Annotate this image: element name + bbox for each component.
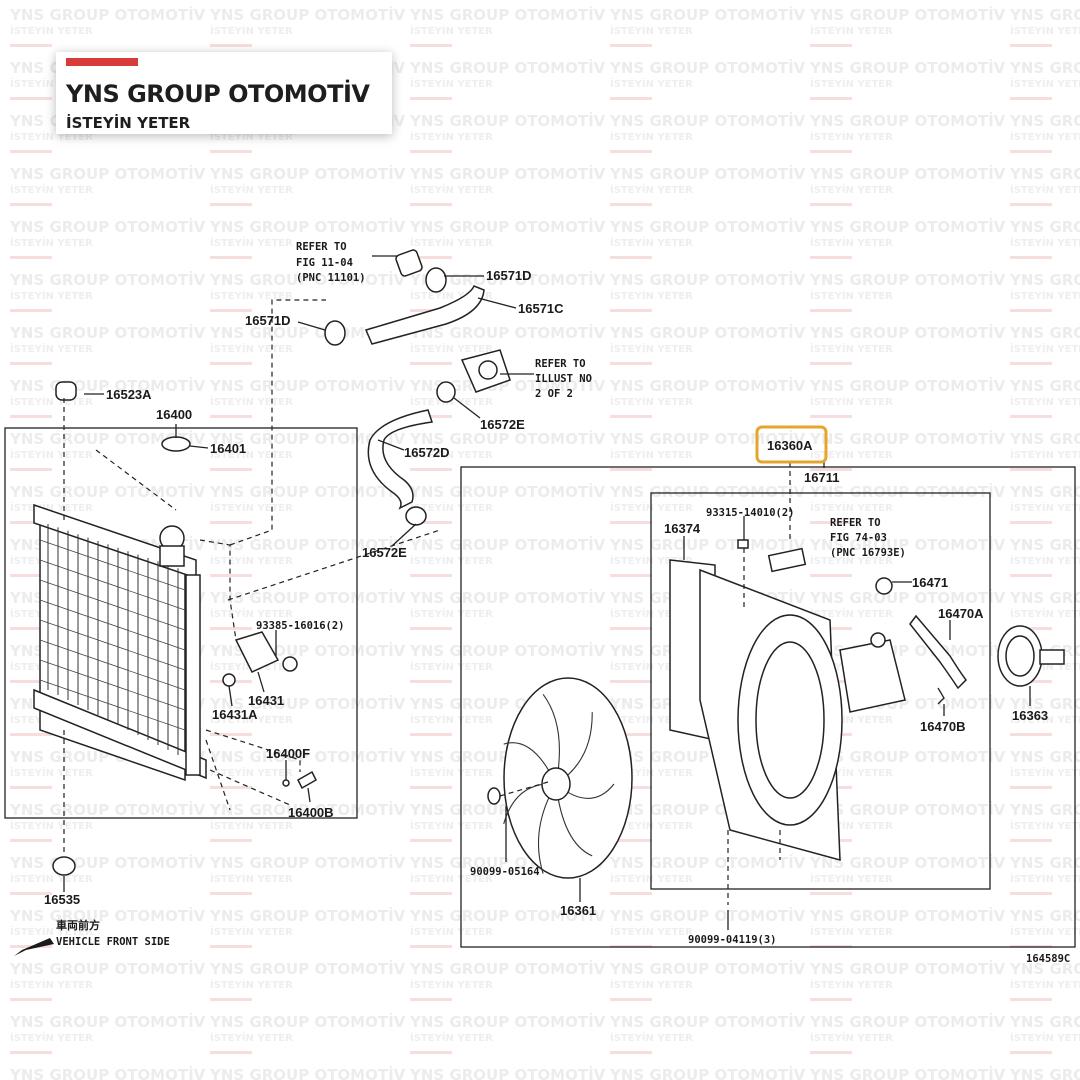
leader-lines-left	[63, 255, 534, 892]
label-16401: 16401	[210, 441, 246, 456]
brand-accent-bar	[66, 58, 138, 66]
label-16572e-bot: 16572E	[362, 545, 407, 560]
label-90099-05164: 90099-05164	[470, 866, 540, 878]
fan-shroud	[669, 539, 906, 861]
label-90099-04119: 90099-04119(3)	[688, 934, 777, 946]
label-16361: 16361	[560, 903, 596, 918]
label-16363: 16363	[1012, 708, 1048, 723]
label-93385: 93385-16016(2)	[256, 620, 345, 632]
label-16571c: 16571C	[518, 301, 564, 316]
label-16470b: 16470B	[920, 719, 966, 734]
radiator-core	[33, 503, 207, 782]
label-fig-code: 164589C	[1026, 953, 1070, 965]
label-16400b: 16400B	[288, 805, 334, 820]
ref3-line3: (PNC 16793E)	[830, 547, 906, 559]
ref1-line2: FIG 11-04	[296, 257, 353, 269]
ref2-line3: 2 OF 2	[535, 388, 573, 400]
label-16360a: 16360A	[767, 438, 813, 453]
label-16523a: 16523A	[106, 387, 152, 402]
guide-lines-left	[63, 299, 441, 856]
lower-hose	[367, 409, 433, 526]
label-16572e-top: 16572E	[480, 417, 525, 432]
ref1-line3: (PNC 11101)	[296, 272, 366, 284]
fan-motor	[997, 625, 1065, 687]
guide-lines-right	[499, 462, 791, 905]
radiator-group-frame	[4, 427, 358, 819]
brand-title: YNS GROUP OTOMOTİV	[66, 80, 370, 108]
highlight-16360a	[755, 425, 828, 464]
label-16400f: 16400F	[266, 746, 310, 761]
vehicle-front-indicator: 車両前方 VEHICLE FRONT SIDE	[14, 918, 170, 956]
ref2-line2: ILLUST NO	[535, 373, 592, 385]
leader-lines-right	[505, 462, 1031, 930]
overflow-hose	[875, 577, 967, 705]
ref2-line1: REFER TO	[535, 358, 586, 370]
fan-blade	[487, 677, 633, 879]
front-cjk: 車両前方	[56, 918, 100, 932]
label-16470a: 16470A	[938, 606, 984, 621]
label-16471: 16471	[912, 575, 948, 590]
ref1-line1: REFER TO	[296, 241, 347, 253]
small-parts-left	[52, 381, 317, 876]
brand-subtitle: İSTEYİN YETER	[66, 114, 191, 132]
upper-hose-assembly	[324, 249, 511, 403]
label-16400: 16400	[156, 407, 192, 422]
fan-group-outer-frame	[460, 466, 1076, 948]
brand-card: YNS GROUP OTOMOTİV İSTEYİN YETER	[56, 52, 392, 134]
label-16571d-left: 16571D	[245, 313, 291, 328]
reference-notes: REFER TO FIG 11-04 (PNC 11101) REFER TO …	[296, 241, 906, 559]
label-16431: 16431	[248, 693, 284, 708]
label-16571d-top: 16571D	[486, 268, 532, 283]
label-16431a: 16431A	[212, 707, 258, 722]
ref3-line2: FIG 74-03	[830, 532, 887, 544]
fan-group-inner-frame	[650, 492, 991, 890]
front-label: VEHICLE FRONT SIDE	[56, 936, 170, 948]
label-16535: 16535	[44, 892, 80, 907]
front-arrow-icon	[14, 938, 54, 956]
part-labels: 16571D 16571C 16571D 16523A 16400 16401 …	[44, 268, 1070, 965]
label-16572d: 16572D	[404, 445, 450, 460]
ref3-line1: REFER TO	[830, 517, 881, 529]
label-93315: 93315-14010(2)	[706, 507, 795, 519]
label-16374: 16374	[664, 521, 701, 536]
label-16711: 16711	[804, 470, 839, 485]
